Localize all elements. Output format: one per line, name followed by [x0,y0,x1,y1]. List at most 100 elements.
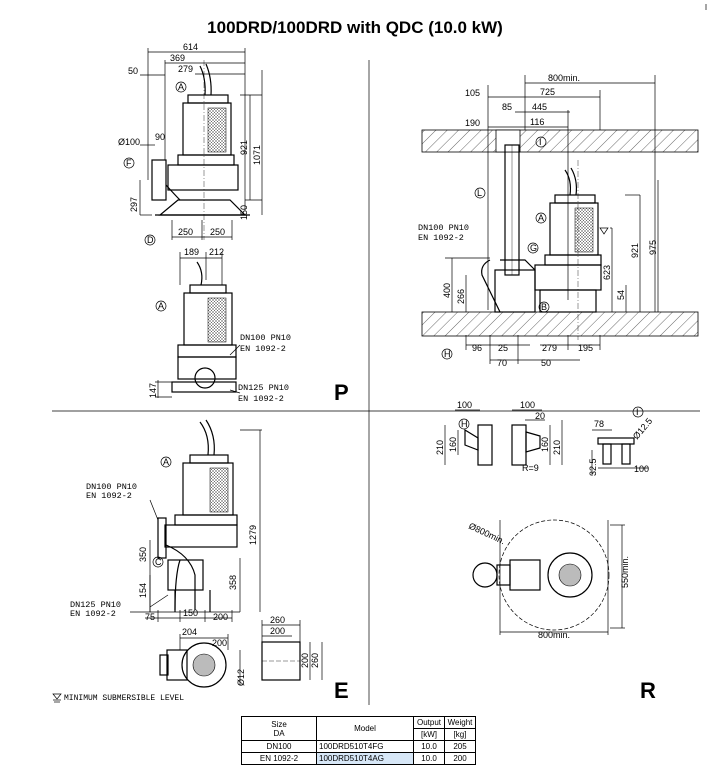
e-flange-bottom-line2: EN 1092-2 [70,609,116,619]
dim-e-200b: 200 [212,638,227,648]
view-p-plan [155,252,241,398]
dim-p-150: 150 [239,205,249,220]
dim-r-70: 70 [497,358,507,368]
dim-e-75: 75 [145,612,155,622]
dim-e-1279: 1279 [248,525,258,545]
dim-r-400: 400 [442,283,452,298]
dim-e-200: 200 [213,612,228,622]
dim-e-350: 350 [138,547,148,562]
table-row: EN 1092-2 100DRD510T4AG 10.0 200 [241,752,476,765]
svg-text:C: C [155,557,162,567]
dim-r-195: 195 [578,343,593,353]
cell-weight: 205 [444,740,476,753]
callout-d: D [144,234,156,246]
dim-r-d800min: Ø800min. [467,521,507,547]
cell-size: EN 1092-2 [241,752,317,765]
dim-p-147: 147 [148,383,158,398]
dim-p-279: 279 [178,64,193,74]
cell-model: 100DRD510T4FG [316,740,414,753]
callout-i-r: I [535,136,547,148]
view-r-elevation [421,75,699,364]
dim-p-250-left: 250 [178,227,193,237]
dim-r-210b: 210 [552,440,562,455]
dim-r-85: 85 [502,102,512,112]
svg-text:I: I [539,137,542,147]
dim-e-204: 204 [182,627,197,637]
view-e-baseplate [261,620,323,681]
callout-b: B [538,301,550,313]
view-r-details [444,409,648,476]
dim-r-800min-b: 800min. [538,630,570,640]
svg-text:A: A [158,301,164,311]
callout-g: G [527,242,539,254]
callout-h-detail: H [458,418,470,430]
dim-r-100c: 100 [634,464,649,474]
svg-text:A: A [163,457,169,467]
dim-r-160b: 160 [540,437,550,452]
svg-text:H: H [461,419,468,429]
dim-p-297: 297 [129,197,139,212]
svg-text:F: F [126,158,132,168]
cell-output: 10.0 [413,752,445,765]
svg-text:I: I [636,407,639,417]
e-flange-bottom-line1: DN125 PN10 [70,600,121,610]
header-output-unit: [kW] [413,728,445,741]
dim-p-921: 921 [239,140,249,155]
dim-e-150: 150 [183,608,198,618]
callout-f: F [123,157,135,169]
cell-model-selected[interactable]: 100DRD510T4AG [316,752,414,765]
callout-c: C [152,556,164,568]
callout-a-p2: A [155,300,167,312]
dim-p-369: 369 [170,53,185,63]
dim-r-32-5: 32.5 [588,458,598,476]
dim-r-100b: 100 [520,400,535,410]
dim-e-200-side: 200 [300,653,310,668]
p-flange-bottom-line2: EN 1092-2 [238,394,284,404]
p-flange-top-line1: DN100 PN10 [240,333,291,343]
dim-p-1071: 1071 [252,145,262,165]
svg-text:B: B [541,302,547,312]
table-row: DN100 100DRD510T4FG 10.0 205 [241,740,476,753]
dim-e-260-side: 260 [310,653,320,668]
dim-r-800min: 800min. [548,73,580,83]
cell-size: DN100 [241,740,317,753]
dim-r-279: 279 [542,343,557,353]
callout-l: L [474,187,486,199]
svg-text:A: A [538,213,544,223]
dim-r-160a: 160 [448,437,458,452]
dim-r-78: 78 [594,419,604,429]
callout-i-detail: I [632,406,644,418]
dim-p-250-right: 250 [210,227,225,237]
cell-output: 10.0 [413,740,445,753]
dim-e-154: 154 [138,583,148,598]
view-e-elevation [130,419,262,622]
dim-r-190: 190 [465,118,480,128]
callout-a-p1: A [175,81,187,93]
page-title: 100DRD/100DRD with QDC (10.0 kW) [207,18,503,37]
view-letter-r: R [640,678,656,703]
dim-r-54: 54 [616,290,626,300]
dim-r-25: 25 [498,343,508,353]
svg-text:L: L [477,188,482,198]
view-letter-e: E [334,678,349,703]
dim-e-d12: Ø12 [236,669,246,686]
r-flange-line2: EN 1092-2 [418,233,464,243]
dim-r-50: 50 [541,358,551,368]
dim-r-623: 623 [602,265,612,280]
callout-h-r: H [441,348,453,360]
svg-text:H: H [444,349,451,359]
svg-text:D: D [147,235,154,245]
dim-p-212: 212 [209,247,224,257]
dim-r-r9: R=9 [522,463,539,473]
dim-p-189: 189 [184,247,199,257]
dim-r-550min: 550min. [620,556,630,588]
view-r-plan [472,519,625,635]
callout-a-e: A [160,456,172,468]
view-p-elevation [139,48,263,240]
view-letter-p: P [334,380,349,405]
header-size: Size DA [241,716,317,741]
dim-p-614: 614 [183,42,198,52]
dim-p-90: 90 [155,132,165,142]
dim-r-210a: 210 [435,440,445,455]
view-e-plan [159,634,241,688]
